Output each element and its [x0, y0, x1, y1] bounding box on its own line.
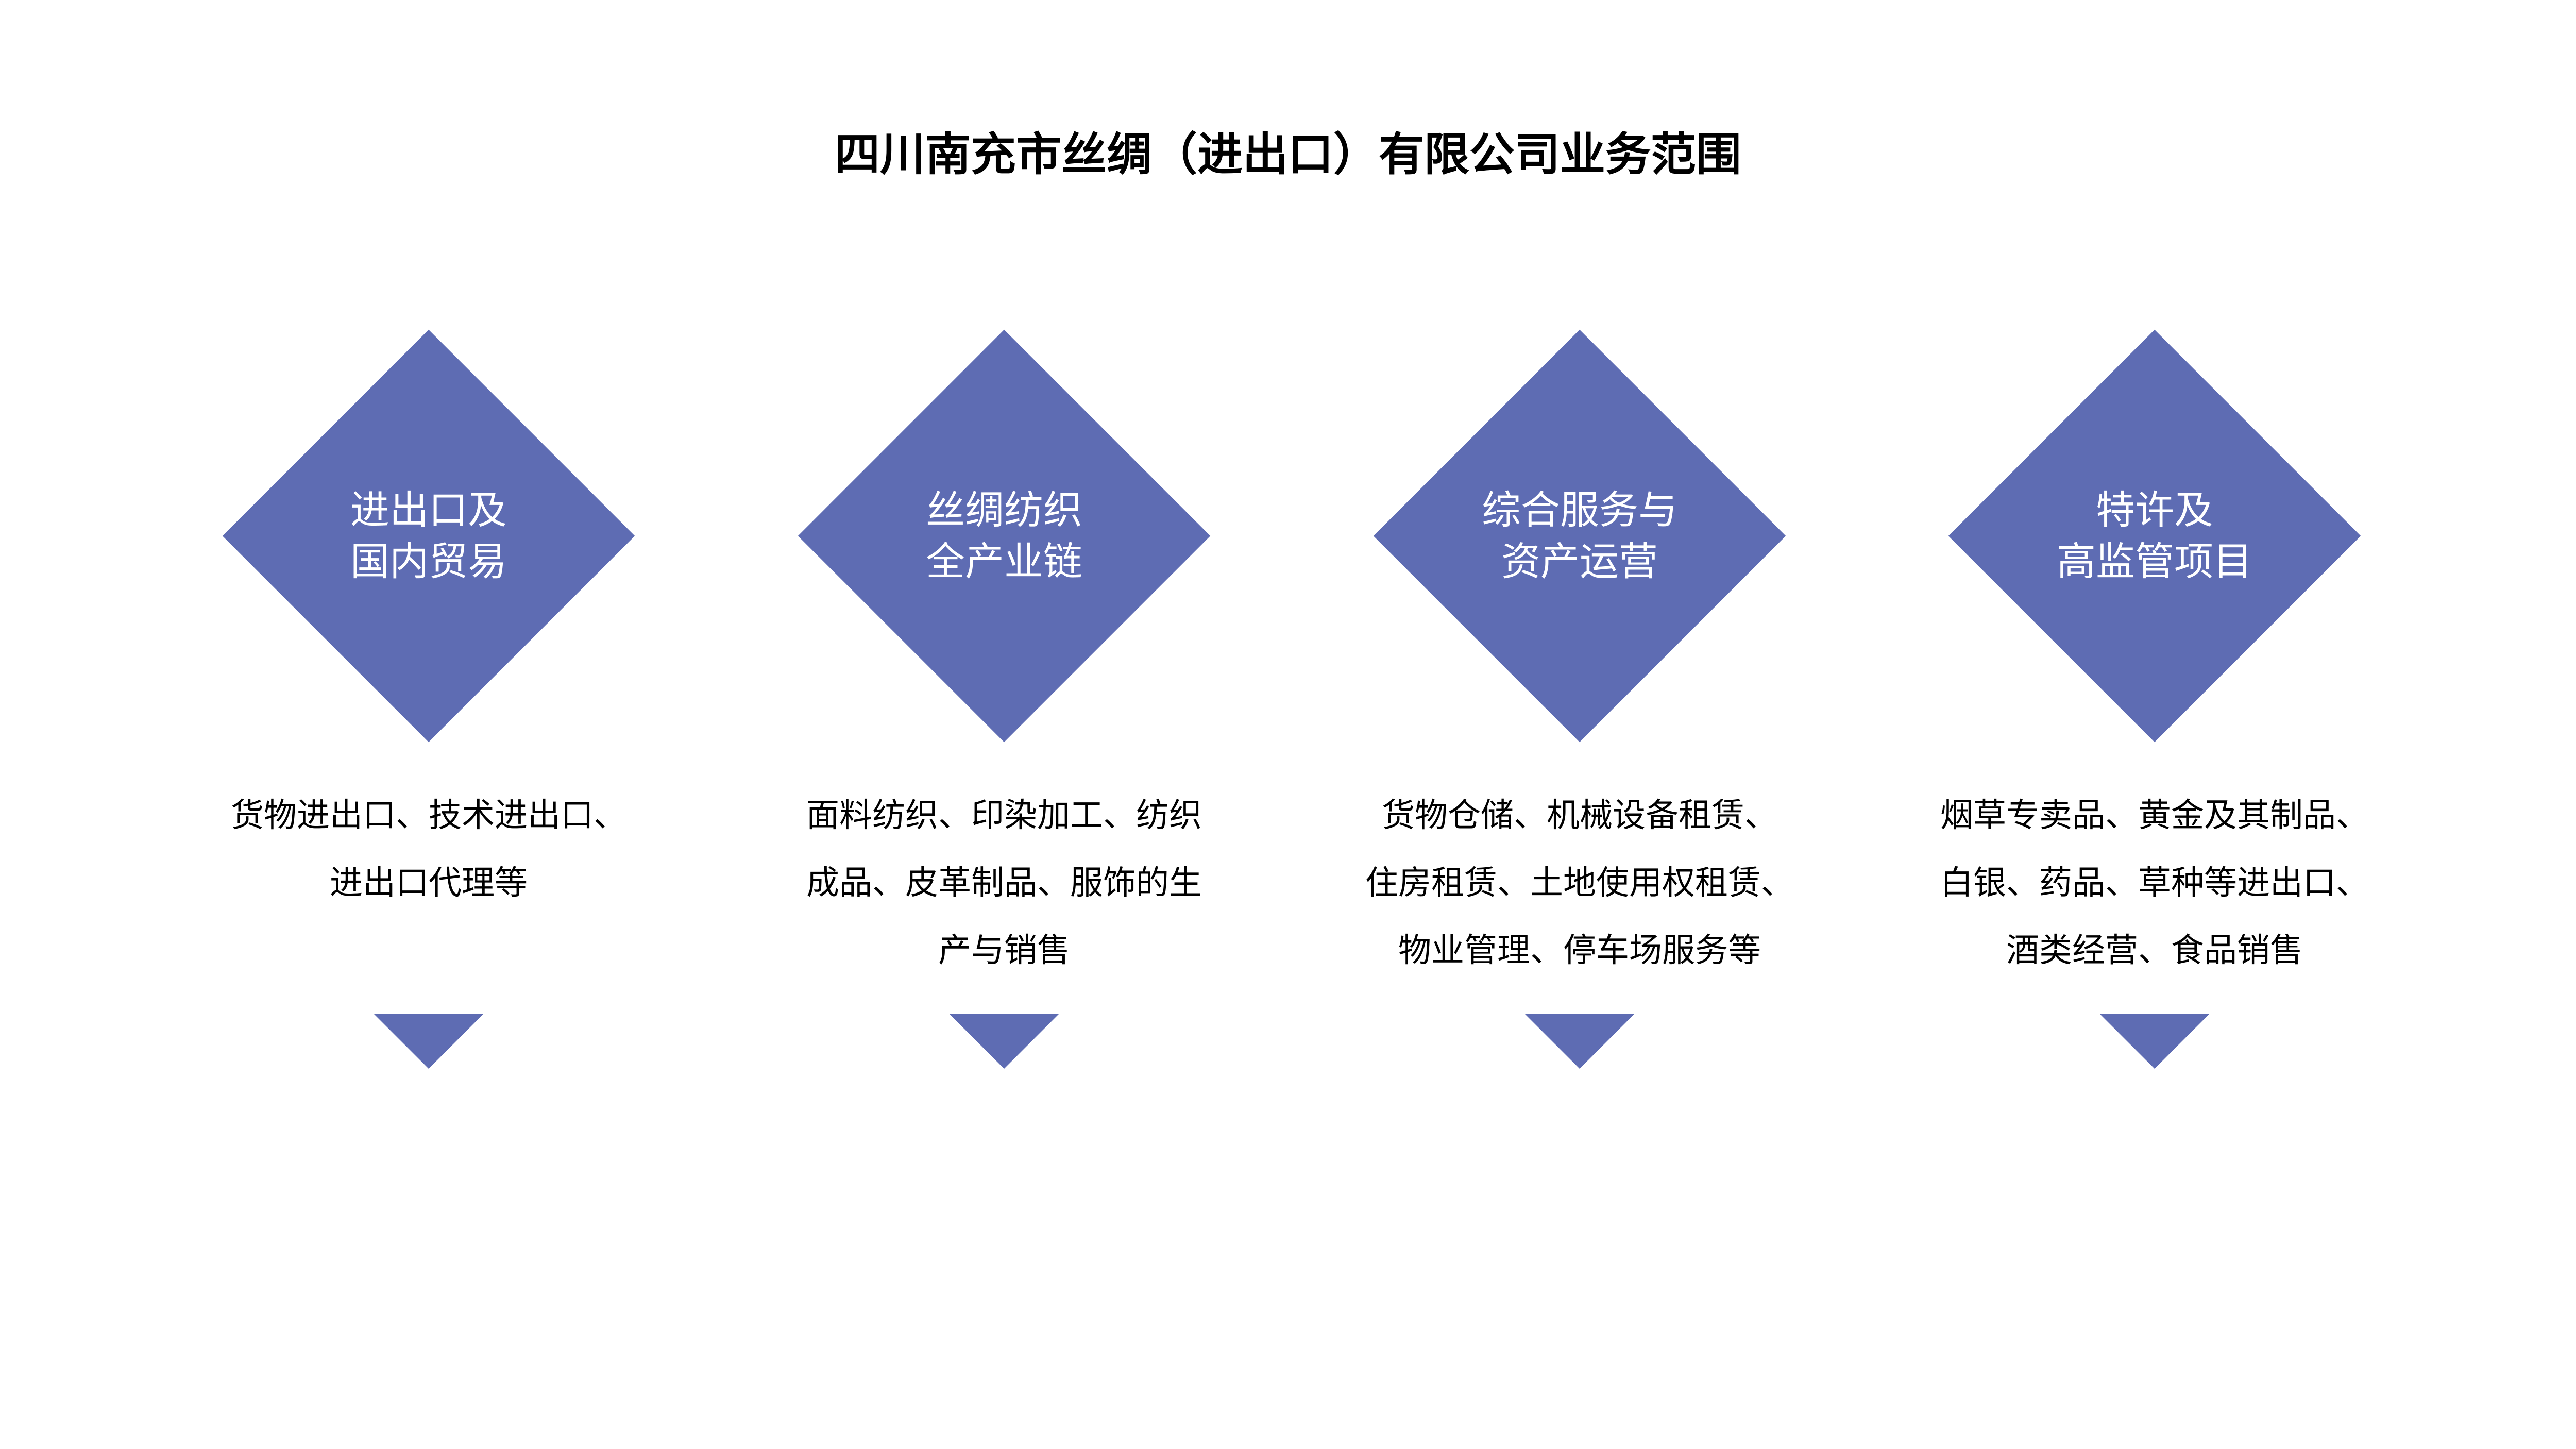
diamond-label: 综合服务与 资产运营 — [1296, 484, 1863, 587]
business-column-services: 综合服务与 资产运营 货物仓储、机械设备租赁、 住房租赁、土地使用权租赁、 物业… — [1296, 0, 1863, 1449]
label-line: 资产运营 — [1501, 538, 1658, 584]
desc-line: 烟草专卖品、黄金及其制品、 — [1940, 797, 2369, 835]
desc-line: 成品、皮革制品、服饰的生 — [806, 864, 1202, 902]
description: 货物进出口、技术进出口、 进出口代理等 — [145, 782, 712, 917]
label-line: 特许及 — [2096, 487, 2213, 533]
description: 货物仓储、机械设备租赁、 住房租赁、土地使用权租赁、 物业管理、停车场服务等 — [1296, 782, 1863, 985]
label-line: 综合服务与 — [1482, 487, 1677, 533]
page-title: 四川南充市丝绸（进出口）有限公司业务范围 — [834, 128, 1741, 181]
label-line: 进出口及 — [350, 487, 507, 533]
desc-line: 货物进出口、技术进出口、 — [231, 797, 626, 835]
desc-line: 产与销售 — [938, 932, 1070, 970]
down-arrow-icon — [2100, 1014, 2209, 1069]
desc-line: 面料纺织、印染加工、纺织 — [806, 797, 1202, 835]
label-line: 国内贸易 — [350, 538, 507, 584]
description: 烟草专卖品、黄金及其制品、 白银、药品、草种等进出口、 酒类经营、食品销售 — [1871, 782, 2438, 985]
desc-line: 住房租赁、土地使用权租赁、 — [1365, 864, 1794, 902]
business-column-trade: 进出口及 国内贸易 货物进出口、技术进出口、 进出口代理等 — [145, 0, 712, 1449]
label-line: 全产业链 — [926, 538, 1082, 584]
down-arrow-icon — [1525, 1014, 1634, 1069]
business-column-silk: 丝绸纺织 全产业链 面料纺织、印染加工、纺织 成品、皮革制品、服饰的生 产与销售 — [721, 0, 1287, 1449]
diamond-label: 丝绸纺织 全产业链 — [721, 484, 1287, 587]
desc-line: 货物仓储、机械设备租赁、 — [1382, 797, 1777, 835]
description: 面料纺织、印染加工、纺织 成品、皮革制品、服饰的生 产与销售 — [721, 782, 1287, 985]
label-line: 丝绸纺织 — [926, 487, 1082, 533]
down-arrow-icon — [374, 1014, 483, 1069]
desc-line: 酒类经营、食品销售 — [2006, 932, 2303, 970]
desc-line: 物业管理、停车场服务等 — [1398, 932, 1761, 970]
label-line: 高监管项目 — [2057, 538, 2252, 584]
desc-line: 白银、药品、草种等进出口、 — [1940, 864, 2369, 902]
diamond-label: 进出口及 国内贸易 — [145, 484, 712, 587]
diamond-label: 特许及 高监管项目 — [1871, 484, 2438, 587]
down-arrow-icon — [950, 1014, 1059, 1069]
desc-line: 进出口代理等 — [330, 864, 528, 902]
business-column-licensed: 特许及 高监管项目 烟草专卖品、黄金及其制品、 白银、药品、草种等进出口、 酒类… — [1871, 0, 2438, 1449]
